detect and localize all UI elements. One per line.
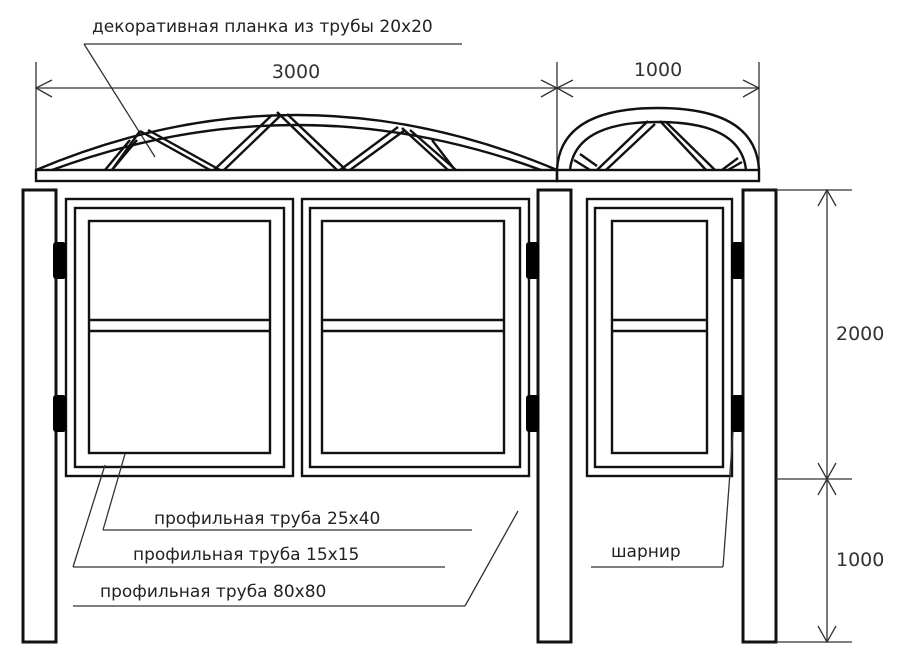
hinges <box>53 242 744 432</box>
gate-leaf-left <box>64 197 295 478</box>
post-left <box>21 188 58 644</box>
callout-hinge-text: шарнир <box>611 542 681 562</box>
gate-arch <box>34 111 559 183</box>
dimension-gate-height-value: 2000 <box>836 323 884 345</box>
hinge-icon <box>731 395 744 432</box>
dimension-wicket-width-value: 1000 <box>634 59 682 81</box>
dimension-post-below-value: 1000 <box>836 549 884 571</box>
hinge-icon <box>53 242 66 279</box>
wicket-arch <box>555 106 761 183</box>
dimension-gate-height: 2000 <box>776 188 884 642</box>
callout-pipe-80x80-text: профильная труба 80х80 <box>100 582 326 602</box>
hinge-icon <box>526 242 539 279</box>
callout-decorative-bar-text: декоративная планка из трубы 20х20 <box>92 17 433 37</box>
callout-pipe-25x40: профильная труба 25х40 <box>102 453 472 531</box>
callout-pipe-15x15-text: профильная труба 15х15 <box>133 545 359 565</box>
hinge-icon <box>731 242 744 279</box>
hinge-icon <box>526 395 539 432</box>
dimension-wicket-width: 1000 <box>555 59 761 170</box>
callout-pipe-80x80: профильная труба 80х80 <box>73 510 519 607</box>
gate-leaf-right <box>300 197 531 478</box>
callout-decorative-bar: декоративная планка из трубы 20х20 <box>83 17 462 158</box>
dimension-gate-width-value: 3000 <box>272 61 320 83</box>
dimension-gate-width: 3000 <box>34 61 559 170</box>
hinge-icon <box>53 395 66 432</box>
callout-hinge: шарнир <box>591 431 734 568</box>
post-right <box>741 188 778 644</box>
dimension-post-below: 1000 <box>776 549 884 644</box>
post-middle <box>536 188 573 644</box>
wicket-leaf <box>585 197 734 478</box>
callout-pipe-15x15: профильная труба 15х15 <box>72 464 445 568</box>
callout-pipe-25x40-text: профильная труба 25х40 <box>154 509 380 529</box>
